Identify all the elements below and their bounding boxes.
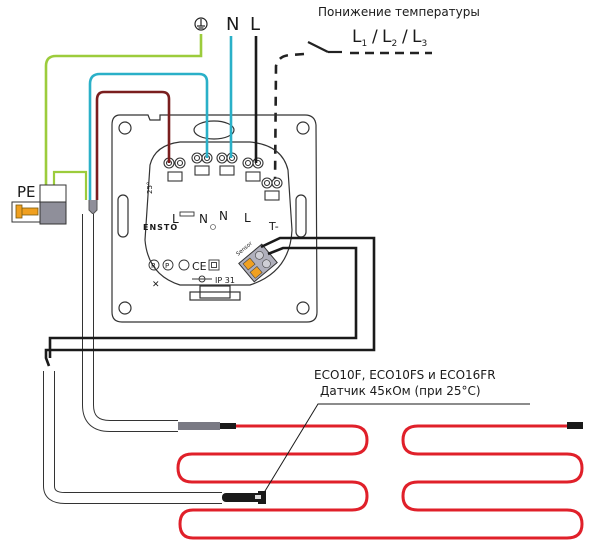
line-label: L (250, 14, 260, 35)
line-load-wire (95, 90, 171, 200)
terminal-label-t-minus: T- (268, 220, 279, 233)
neutral-load-wire (88, 72, 209, 200)
p-mark-icon (162, 259, 174, 271)
weee-icon: ✕ (152, 280, 160, 290)
phase-l1: L1 (352, 27, 367, 49)
neutral-label: N (226, 14, 239, 35)
phase-l2: L2 (382, 27, 397, 49)
setting-label: 25° (146, 182, 154, 194)
sensor-spec-label: Датчик 45кОм (при 25°C) (320, 384, 481, 398)
registered-mark-text: R (151, 262, 156, 270)
setback-wire-down (273, 52, 305, 186)
sensor-wire-inner (48, 246, 358, 358)
terminal-label-l-load: L (172, 212, 179, 226)
cold-lead-core (178, 422, 220, 430)
earth-wire (44, 34, 203, 192)
setback-switch (307, 41, 342, 54)
sensor-callout-leader (261, 403, 530, 497)
terminal-label-n-supply: N (219, 209, 228, 223)
sensor-wire-outer (44, 236, 376, 367)
sensor-cable (44, 371, 222, 503)
double-insulation-icon (208, 259, 220, 271)
earth-terminal-label (194, 17, 208, 31)
terminal-label-l-supply: L (244, 211, 251, 225)
brand-logo: ENSTO (143, 223, 178, 232)
sensor-models-label: ECO10F, ECO10FS и ECO16FR (314, 368, 496, 382)
phase-sep-2: / (402, 27, 408, 47)
phase-sep-1: / (372, 27, 378, 47)
resistor-symbol (179, 211, 195, 217)
ce-mark-text: CE (192, 260, 207, 273)
registered-mark-icon (148, 259, 160, 271)
certification-marks (148, 259, 220, 271)
pe-label: PE (17, 183, 36, 201)
earth-symbol-icon (194, 17, 208, 31)
floor-sensor-probe (222, 493, 262, 502)
earth-jumper-wire (52, 170, 88, 200)
terminal-row (163, 152, 283, 201)
pe-terminal (11, 184, 67, 225)
thermometer-symbol-icon (192, 275, 212, 283)
thermostat-frame (111, 114, 318, 323)
heating-cable-left (176, 424, 584, 540)
indicator-led (210, 224, 216, 230)
heating-cable-end-cap (567, 422, 583, 429)
earth-mark-icon (178, 259, 190, 271)
cold-lead-cable (83, 214, 178, 431)
p-mark-text: P (165, 262, 169, 270)
setback-phases: L1 / L2 / L3 (352, 27, 427, 49)
setback-label: Понижение температуры (318, 5, 480, 19)
ip-rating: IP 31 (215, 276, 235, 285)
phase-l3: L3 (412, 27, 427, 49)
cold-lead-joint (220, 423, 236, 429)
cold-lead-sheath (88, 200, 98, 215)
terminal-label-n-load: N (199, 212, 208, 226)
